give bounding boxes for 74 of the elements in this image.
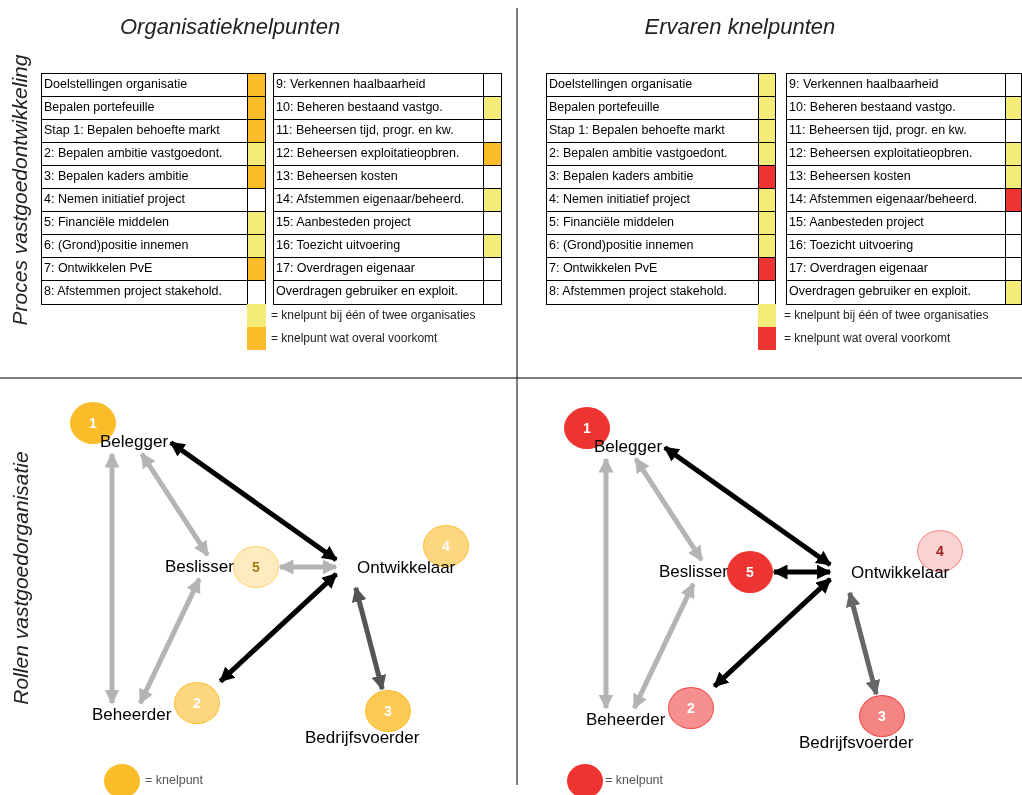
double-arrow xyxy=(351,586,387,691)
double-arrow xyxy=(138,577,202,705)
double-arrow xyxy=(663,445,832,567)
double-arrow xyxy=(772,564,832,580)
table-cell: 10: Beheren bestaand vastgo. xyxy=(273,96,485,121)
table-cell: 8: Afstemmen project stakehold. xyxy=(546,280,760,305)
table-cell: 7: Ontwikkelen PvE xyxy=(546,257,760,282)
table-cell: 3: Bepalen kaders ambitie xyxy=(41,165,249,190)
table-cell: 14: Afstemmen eigenaar/beheerd. xyxy=(786,188,1007,213)
double-arrow xyxy=(218,572,338,684)
panel-heading: Organisatieknelpunten xyxy=(120,14,341,40)
table-cell: 2: Bepalen ambitie vastgoedont. xyxy=(546,142,760,167)
double-arrow xyxy=(632,582,696,710)
table-cell: 12: Beheersen exploitatieopbren. xyxy=(786,142,1007,167)
table-cell: 6: (Grond)positie innemen xyxy=(546,234,760,259)
number-circle: 2 xyxy=(174,682,220,724)
panel-heading: Ervaren knelpunten xyxy=(644,14,836,40)
double-arrow xyxy=(104,452,120,705)
number-circle: 3 xyxy=(859,695,905,737)
role-label: Beslisser xyxy=(165,556,234,578)
legend-label: = knelpunt xyxy=(145,773,204,787)
table-cell: 5: Financiële middelen xyxy=(41,211,249,236)
table-cell: 16: Toezicht uitvoering xyxy=(273,234,485,259)
table-cell: 17: Overdragen eigenaar xyxy=(786,257,1007,282)
table-cell: 13: Beheersen kosten xyxy=(786,165,1007,190)
legend-label: = knelpunt bij één of twee organisaties xyxy=(784,308,989,322)
axis-title: Rollen vastgoedorganisatie xyxy=(8,451,33,705)
table-cell: 17: Overdragen eigenaar xyxy=(273,257,485,282)
legend-label: = knelpunt xyxy=(605,773,664,787)
table-cell: 9: Verkennen haalbaarheid xyxy=(786,73,1007,98)
table-cell: Doelstellingen organisatie xyxy=(41,73,249,98)
table-cell: 5: Financiële middelen xyxy=(546,211,760,236)
number-circle: 3 xyxy=(365,690,411,732)
table-cell: 15: Aanbesteden project xyxy=(273,211,485,236)
table-cell: 4: Nemen initiatief project xyxy=(546,188,760,213)
legend-label: = knelpunt bij één of twee organisaties xyxy=(271,308,476,322)
table-cell: 8: Afstemmen project stakehold. xyxy=(41,280,249,305)
legend-label: = knelpunt wat overal voorkomt xyxy=(271,331,438,345)
table-cell: Bepalen portefeuille xyxy=(546,96,760,121)
table-cell: Bepalen portefeuille xyxy=(41,96,249,121)
role-label: Beheerder xyxy=(586,709,666,731)
role-label: Beheerder xyxy=(92,704,172,726)
legend-label: = knelpunt wat overal voorkomt xyxy=(784,331,951,345)
table-cell: Overdragen gebruiker en exploit. xyxy=(786,280,1007,305)
table-cell: 16: Toezicht uitvoering xyxy=(786,234,1007,259)
table-cell: 15: Aanbesteden project xyxy=(786,211,1007,236)
table-cell: 14: Afstemmen eigenaar/beheerd. xyxy=(273,188,485,213)
table-cell: 13: Beheersen kosten xyxy=(273,165,485,190)
table-cell: 3: Bepalen kaders ambitie xyxy=(546,165,760,190)
number-circle: 5 xyxy=(727,551,773,593)
double-arrow xyxy=(712,577,832,689)
table-cell: 2: Bepalen ambitie vastgoedont. xyxy=(41,142,249,167)
number-circle: 2 xyxy=(668,687,714,729)
table-cell: 9: Verkennen haalbaarheid xyxy=(273,73,485,98)
role-label: Beslisser xyxy=(659,561,728,583)
table-cell: Overdragen gebruiker en exploit. xyxy=(273,280,485,305)
double-arrow xyxy=(169,440,338,562)
double-arrow xyxy=(845,591,881,696)
double-arrow xyxy=(139,452,210,557)
axis-title: Proces vastgoedontwikkeling xyxy=(7,54,32,326)
table-cell: 6: (Grond)positie innemen xyxy=(41,234,249,259)
double-arrow xyxy=(633,457,704,562)
table-cell: 11: Beheersen tijd, progr. en kw. xyxy=(786,119,1007,144)
number-circle: 5 xyxy=(233,546,279,588)
table-cell: Doelstellingen organisatie xyxy=(546,73,760,98)
double-arrow xyxy=(598,457,614,710)
table-cell: 10: Beheren bestaand vastgo. xyxy=(786,96,1007,121)
double-arrow xyxy=(278,559,338,575)
table-cell: Stap 1: Bepalen behoefte markt xyxy=(41,119,249,144)
table-cell: 4: Nemen initiatief project xyxy=(41,188,249,213)
table-cell: 11: Beheersen tijd, progr. en kw. xyxy=(273,119,485,144)
table-cell: 7: Ontwikkelen PvE xyxy=(41,257,249,282)
table-cell: 12: Beheersen exploitatieopbren. xyxy=(273,142,485,167)
table-cell: Stap 1: Bepalen behoefte markt xyxy=(546,119,760,144)
